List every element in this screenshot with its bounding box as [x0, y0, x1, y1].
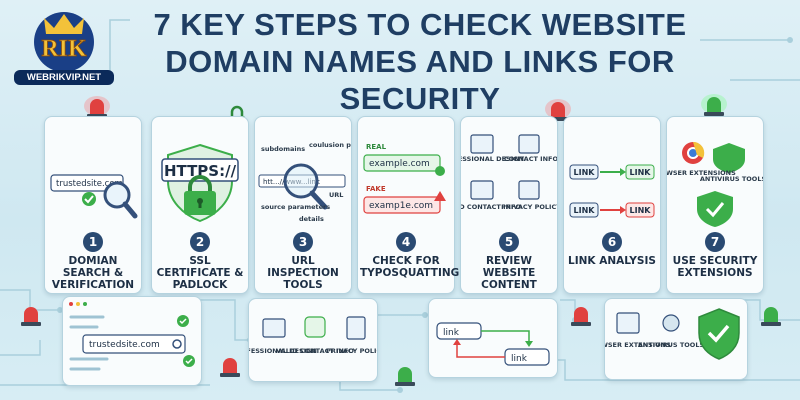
title-line-1: 7 KEY STEPS TO CHECK WEBSITE [153, 7, 687, 42]
domain-search-illustration: trustedsite.com [50, 174, 138, 219]
step-number: 4 [396, 232, 416, 252]
link-label: LINK [630, 206, 652, 215]
url-part-label: source parameters [261, 203, 330, 211]
red-alarm-siren-icon [220, 358, 240, 377]
content-label: VALID CONTACT INFO [461, 203, 521, 211]
red-alarm-siren-icon [84, 96, 110, 118]
step-number: 6 [602, 232, 622, 252]
link-analysis-illustration: LINK LINK LINK LINK [569, 164, 655, 218]
link-label: link [511, 354, 528, 364]
document-icon [346, 316, 366, 340]
antivirus-icon [713, 143, 745, 173]
title-line-2: DOMAIN NAMES AND LINKS FOR SECURITY [165, 44, 675, 116]
content-label: PRIVACY POLICY [326, 347, 377, 355]
rik-logo-icon: RIK [34, 12, 94, 72]
website-content-illustration: PROFESSIONAL DESIGN CONTACT INFO VALID C… [461, 134, 557, 211]
page-title: 7 KEY STEPS TO CHECK WEBSITE DOMAIN NAME… [110, 6, 730, 117]
red-alarm-siren-icon [21, 307, 41, 326]
step-caption: REVIEW WEBSITE CONTENT [481, 255, 537, 291]
step-caption: LINK ANALYSIS [568, 255, 656, 267]
step-number: 5 [499, 232, 519, 252]
contact-icon [518, 134, 540, 154]
brand-logo: RIK WEBRIKVIP.NET [14, 10, 114, 100]
step-caption: CHECK FOR TYPOSQUATTING [360, 255, 460, 279]
search-icon [172, 339, 182, 349]
bottom-search-panel: trustedsite.com [62, 296, 202, 386]
content-label: CONTACT INFO [504, 155, 557, 163]
valid-contact-icon [470, 180, 494, 200]
red-alarm-siren-icon [545, 99, 571, 121]
design-icon [470, 134, 494, 154]
https-text: HTTPS:// [164, 162, 237, 180]
browser-window-illustration: trustedsite.com [69, 302, 195, 371]
design-icon [262, 318, 286, 338]
browser-window-icon [616, 312, 640, 334]
ssl-shield-illustration: HTTPS:// [161, 143, 239, 223]
content-label: VALID CONTACT INFO [276, 347, 354, 355]
step-4-card: REAL example.com FAKE examp1e.com 4 CHEC… [357, 116, 460, 294]
extension-label: BROWSER EXTENSIONS [605, 341, 671, 349]
step-number: 1 [83, 232, 103, 252]
real-url: example.com [369, 159, 430, 169]
link-label: LINK [574, 206, 596, 215]
step-2-card: HTTPS:// 2 SSL CERTIFICATE & PADLOCK [151, 116, 249, 294]
link-label: LINK [630, 168, 652, 177]
fake-url: examp1e.com [369, 201, 433, 211]
red-alarm-siren-icon [571, 307, 591, 326]
search-text: trustedsite.com [56, 179, 123, 189]
step-caption: USE SECURITY EXTENSIONS [672, 255, 758, 279]
step-7-card: BROWSER EXTENSIONS ANTIVIRUS TOOLS 7 USE… [666, 116, 764, 294]
extension-label: BROWSER EXTENSIONS [667, 169, 736, 177]
content-label: PROFESSIONAL DESIGN [461, 155, 524, 163]
search-text: trustedsite.com [89, 340, 160, 350]
link-label: LINK [574, 168, 596, 177]
bottom-link-panel: link link [428, 298, 558, 378]
url-part-label: subdomains [261, 145, 305, 153]
green-alarm-siren-icon [395, 367, 415, 386]
content-label: PROFESSIONAL DESIGN [249, 347, 317, 355]
url-part-label: URL [329, 191, 343, 199]
step-caption: URL INSPECTION TOOLS [267, 255, 339, 291]
bottom-extensions-panel: BROWSER EXTENSIONS ANTIVIRUS TOOLS [585, 298, 748, 380]
typosquatting-illustration: REAL example.com FAKE examp1e.com [363, 143, 446, 214]
shield-icon [697, 191, 733, 227]
fake-label: FAKE [366, 185, 386, 193]
url-part-label: coulusion parameters [309, 141, 351, 149]
step-number: 7 [705, 232, 725, 252]
virus-icon [662, 314, 680, 332]
chat-icon [304, 316, 326, 338]
step-caption: SSL CERTIFICATE & PADLOCK [156, 255, 244, 291]
step-6-card: LINK LINK LINK LINK 6 LINK ANALYSIS [563, 116, 661, 294]
url-part-label: details [299, 215, 324, 223]
step-3-card: subdomains coulusion parameters htt...//… [254, 116, 352, 294]
step-number: 2 [190, 232, 210, 252]
real-label: REAL [366, 143, 387, 151]
content-label: PRIVACY POLICY [501, 203, 557, 211]
privacy-icon [518, 180, 540, 200]
green-alarm-siren-icon [761, 307, 781, 326]
security-extensions-illustration: BROWSER EXTENSIONS ANTIVIRUS TOOLS [667, 141, 763, 227]
extension-label: ANTIVIRUS TOOLS [638, 341, 705, 349]
step-1-card: trustedsite.com 1 DOMIAN SEARCH & VERIFI… [44, 116, 142, 294]
extension-label: ANTIVIRUS TOOLS [700, 175, 763, 183]
green-alarm-siren-icon [701, 94, 727, 116]
step-number: 3 [293, 232, 313, 252]
content-icons-illustration: PROFESSIONAL DESIGN VALID CONTACT INFO P… [231, 316, 386, 355]
logo-text: WEBRIKVIP.NET [14, 70, 114, 85]
extensions-illustration: BROWSER EXTENSIONS ANTIVIRUS TOOLS [585, 308, 740, 360]
link-label: link [443, 328, 460, 338]
url-inspection-illustration: subdomains coulusion parameters htt...//… [258, 141, 351, 223]
logo-mark: RIK [41, 36, 87, 62]
link-flow-illustration: link link [436, 322, 550, 366]
step-5-card: PROFESSIONAL DESIGN CONTACT INFO VALID C… [460, 116, 558, 294]
bottom-content-panel: PROFESSIONAL DESIGN VALID CONTACT INFO P… [231, 298, 386, 382]
step-caption: DOMIAN SEARCH & VERIFICATION [51, 255, 135, 291]
